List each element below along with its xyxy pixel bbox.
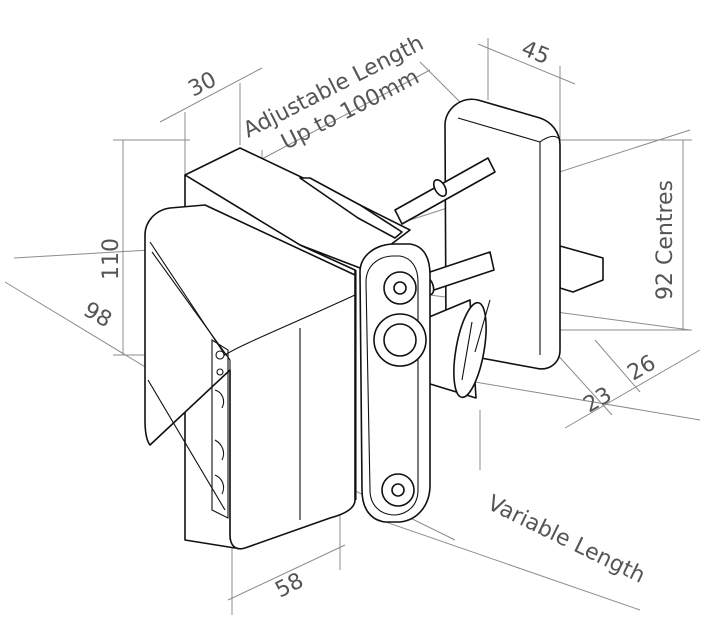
front-handle <box>355 243 431 523</box>
front-handle-bar <box>359 243 431 523</box>
dim-58-label: 58 <box>271 568 307 603</box>
dim-26-label: 26 <box>624 351 661 387</box>
centres-label: 92 Centres <box>653 180 678 300</box>
dim-45-label: 45 <box>518 36 553 70</box>
variable-length-label: Variable Length <box>483 491 649 589</box>
dim-30-label: 30 <box>184 67 220 102</box>
rear-lever-tab <box>559 245 604 293</box>
dim-23-label: 23 <box>580 383 617 419</box>
dim-98-label: 98 <box>79 298 116 334</box>
body-top-strip <box>299 177 403 239</box>
front-cover <box>144 204 356 550</box>
spindle-end <box>453 301 487 399</box>
keyway-slot <box>211 339 229 519</box>
lock-body <box>144 147 411 550</box>
dim-110-label: 110 <box>99 238 124 280</box>
